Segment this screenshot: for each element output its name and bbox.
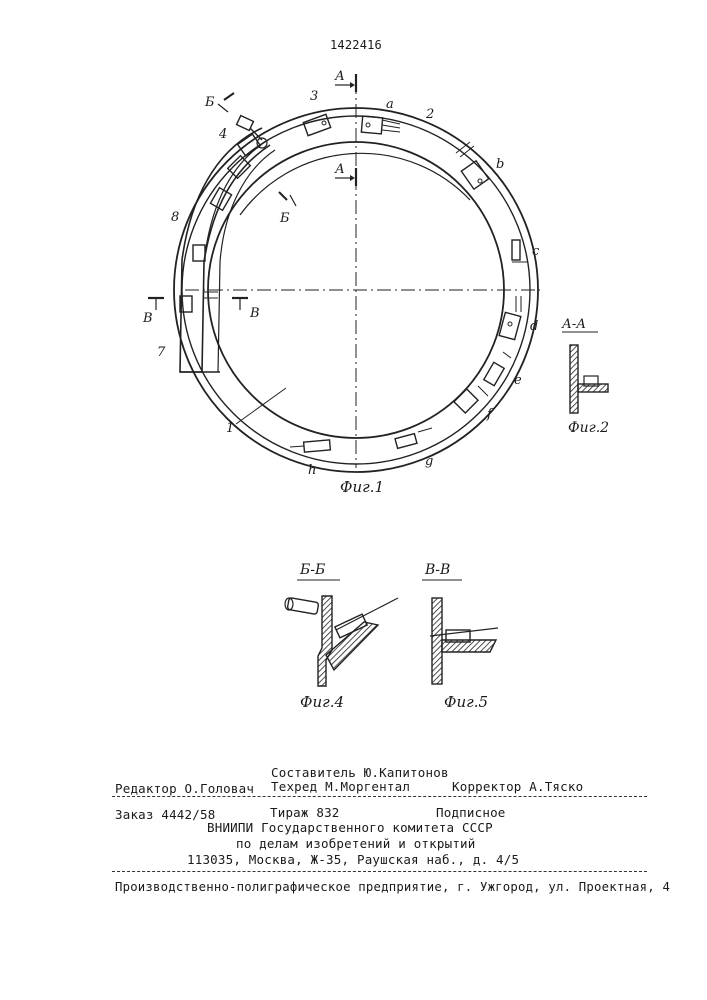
fig5-caption: Фиг.5: [444, 693, 488, 711]
compiler-line: Составитель Ю.Капитонов: [271, 765, 449, 780]
editor-line: Редактор О.Головач: [115, 781, 254, 796]
position-a: а: [386, 97, 394, 112]
corrector-line: Корректор А.Тяско: [452, 779, 583, 794]
fig2-caption: Фиг.2: [568, 420, 609, 436]
circulation-line: Тираж 832: [270, 805, 340, 820]
address-line: 113035, Москва, Ж-35, Раушская наб., д. …: [187, 852, 519, 867]
guide-channel-second: [218, 150, 275, 372]
section-mark-v-right: В: [249, 306, 260, 321]
fig2-section-aa: А-А Фиг.2: [561, 317, 609, 436]
printer-line: Производственно-полиграфическое предприя…: [115, 880, 670, 894]
fig4-caption: Фиг.4: [300, 693, 344, 711]
fig5-section-title: В-В: [424, 562, 450, 578]
section-mark-v-left: В: [142, 311, 153, 326]
position-d: d: [530, 319, 538, 334]
subscription-line: Подписное: [436, 805, 506, 820]
ref-8: 8: [171, 210, 179, 225]
ref-2: 2: [425, 107, 434, 122]
institute-line-1: ВНИИПИ Государственного комитета СССР: [207, 820, 493, 835]
section-mark-a-bottom: А: [334, 162, 345, 177]
fig5-section-vv: В-В Фиг.5: [422, 562, 498, 711]
fig4-section-title: Б-Б: [299, 562, 325, 578]
order-line: Заказ 4442/58: [115, 807, 215, 822]
guide-channel-inner: [204, 140, 268, 262]
fig1-caption: Фиг.1: [340, 478, 384, 496]
divider-1: [112, 796, 647, 797]
position-b: b: [496, 157, 504, 172]
fig2-section-title: А-А: [561, 317, 586, 332]
divider-2: [112, 871, 647, 872]
position-g: g: [425, 454, 433, 469]
ref-3: 3: [310, 89, 318, 104]
ref-4: 4: [218, 127, 227, 142]
position-h: h: [308, 463, 316, 478]
ref-1: 1: [226, 421, 234, 436]
position-c: с: [532, 244, 540, 259]
ref-7: 7: [157, 345, 166, 360]
institute-line-2: по делам изобретений и открытий: [236, 836, 476, 851]
section-mark-b-top: Б: [204, 95, 215, 110]
fig4-section-bb: Б-Б Фиг.4: [285, 562, 398, 711]
section-mark-b-bottom: Б: [279, 211, 290, 226]
section-mark-a-top: А: [334, 69, 345, 84]
fig1-ring-assembly: [148, 74, 540, 472]
position-e: е: [514, 373, 522, 388]
techred-line: Техред М.Моргентал: [271, 779, 410, 794]
fig1-labels: А А Б Б В В а b с d е f g h 1 2 3 4 7 8 …: [142, 69, 540, 496]
